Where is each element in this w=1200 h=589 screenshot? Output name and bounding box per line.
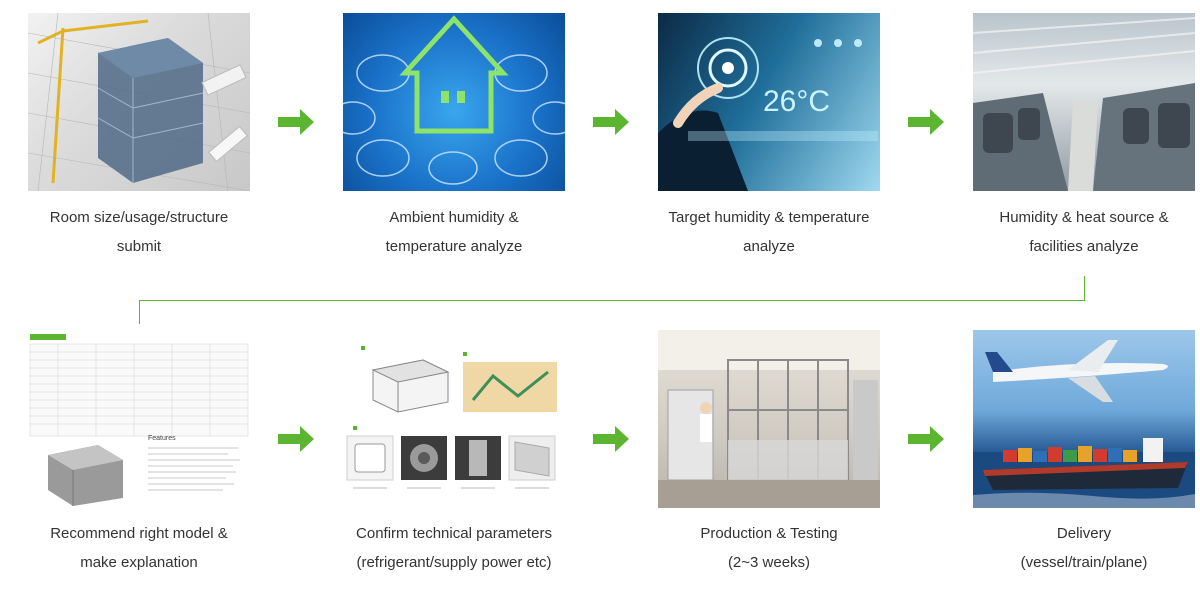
building-construction-image (28, 13, 250, 191)
caption-line: (refrigerant/supply power etc) (356, 554, 552, 571)
model-spec-sheet-image: Features (28, 330, 250, 508)
right-arrow-icon (593, 426, 629, 452)
technical-parameters-image (343, 330, 565, 508)
caption-line: Target humidity & temperature (668, 209, 870, 226)
right-arrow-icon (908, 426, 944, 452)
step-caption: Room size/usage/structure submit (0, 203, 280, 261)
step-caption: Target humidity & temperature analyze (628, 203, 910, 261)
plane-and-ship-image (973, 330, 1195, 508)
caption-line: Confirm technical parameters (356, 525, 552, 542)
connector-line (139, 300, 140, 324)
step-caption: Recommend right model & make explanation (0, 519, 280, 577)
caption-line: submit (116, 238, 162, 255)
smart-home-image (343, 13, 565, 191)
step-caption: Production & Testing (2~3 weeks) (628, 519, 910, 577)
step-caption: Humidity & heat source & facilities anal… (943, 203, 1200, 261)
caption-line: facilities analyze (1029, 238, 1139, 255)
caption-line: make explanation (80, 554, 198, 571)
production-line-image (658, 330, 880, 508)
step-caption: Ambient humidity & temperature analyze (313, 203, 595, 261)
step-room-size: Room size/usage/structure submit (28, 13, 250, 255)
step-delivery: Delivery (vessel/train/plane) (973, 330, 1195, 571)
caption-line: Humidity & heat source & (999, 209, 1169, 226)
right-arrow-icon (278, 426, 314, 452)
temperature-display: 26°C (763, 85, 830, 118)
caption-line: temperature analyze (385, 238, 523, 255)
caption-line: analyze (743, 238, 795, 255)
touch-control-panel-image: 26°C (658, 13, 880, 191)
connector-line (139, 300, 1085, 301)
step-production-testing: Production & Testing (2~3 weeks) (658, 330, 880, 571)
caption-line: Ambient humidity & (389, 209, 519, 226)
right-arrow-icon (278, 109, 314, 135)
step-target-analyze: 26°C Target humidity & temperature analy… (658, 13, 880, 255)
features-heading: Features (148, 435, 176, 442)
step-caption: Delivery (vessel/train/plane) (943, 519, 1200, 577)
connector-line (1084, 276, 1085, 300)
caption-line: (2~3 weeks) (727, 554, 811, 571)
caption-line: (vessel/train/plane) (1020, 554, 1148, 571)
caption-line: Recommend right model & (50, 525, 228, 542)
caption-line: Production & Testing (700, 525, 838, 542)
right-arrow-icon (908, 109, 944, 135)
step-ambient-analyze: Ambient humidity & temperature analyze (343, 13, 565, 255)
step-confirm-parameters: Confirm technical parameters (refrigeran… (343, 330, 565, 571)
factory-floor-image (973, 13, 1195, 191)
step-recommend-model: Features Recommend right model & make ex… (28, 330, 250, 571)
step-facilities-analyze: Humidity & heat source & facilities anal… (973, 13, 1195, 255)
right-arrow-icon (593, 109, 629, 135)
step-caption: Confirm technical parameters (refrigeran… (313, 519, 595, 577)
caption-line: Delivery (1056, 525, 1112, 542)
caption-line: Room size/usage/structure (49, 209, 229, 226)
